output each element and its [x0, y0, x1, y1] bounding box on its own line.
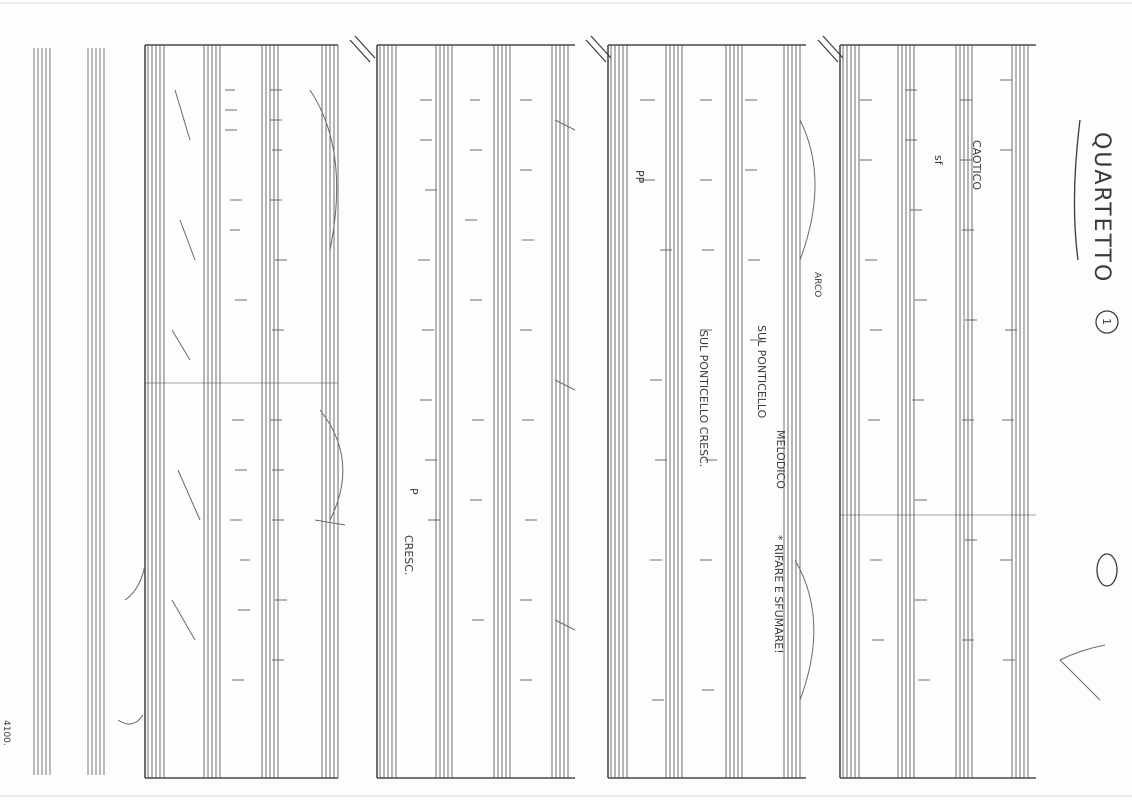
handwritten-notation — [117, 79, 1106, 725]
instruction-sul-ponticello: SUL PONTICELLO — [755, 325, 768, 419]
empty-staves — [33, 48, 105, 775]
movement-number-circle — [1095, 310, 1119, 334]
staff-system-2 — [376, 44, 575, 779]
score-title: QUARTETTO — [1089, 132, 1114, 283]
dynamic-p: P — [407, 488, 420, 495]
movement-number: 1 — [1100, 318, 1113, 325]
rehearsal-marks — [1073, 119, 1119, 587]
instruction-rifare: * RIFARE E SFUMARE! — [772, 535, 785, 654]
dynamic-pp: PP — [633, 170, 646, 184]
title-underline — [1073, 119, 1081, 261]
instruction-arco: ARCO — [812, 272, 822, 297]
system-separators — [349, 35, 844, 63]
instruction-melodico: MELODICO — [774, 430, 787, 489]
staff-system-3 — [607, 44, 806, 779]
corner-note: 4100. — [1, 720, 11, 746]
staff-system-1 — [144, 44, 339, 779]
circle-mark — [1096, 553, 1118, 587]
instruction-caotico: CAOTICO — [970, 140, 983, 190]
dynamic-sf: sf — [932, 155, 945, 166]
instruction-sul-ponticello-cresc: SUL PONTICELLO CRESC. — [697, 330, 710, 467]
staff-system-4 — [839, 44, 1036, 779]
dynamic-cresc: CRESC. — [402, 535, 415, 575]
